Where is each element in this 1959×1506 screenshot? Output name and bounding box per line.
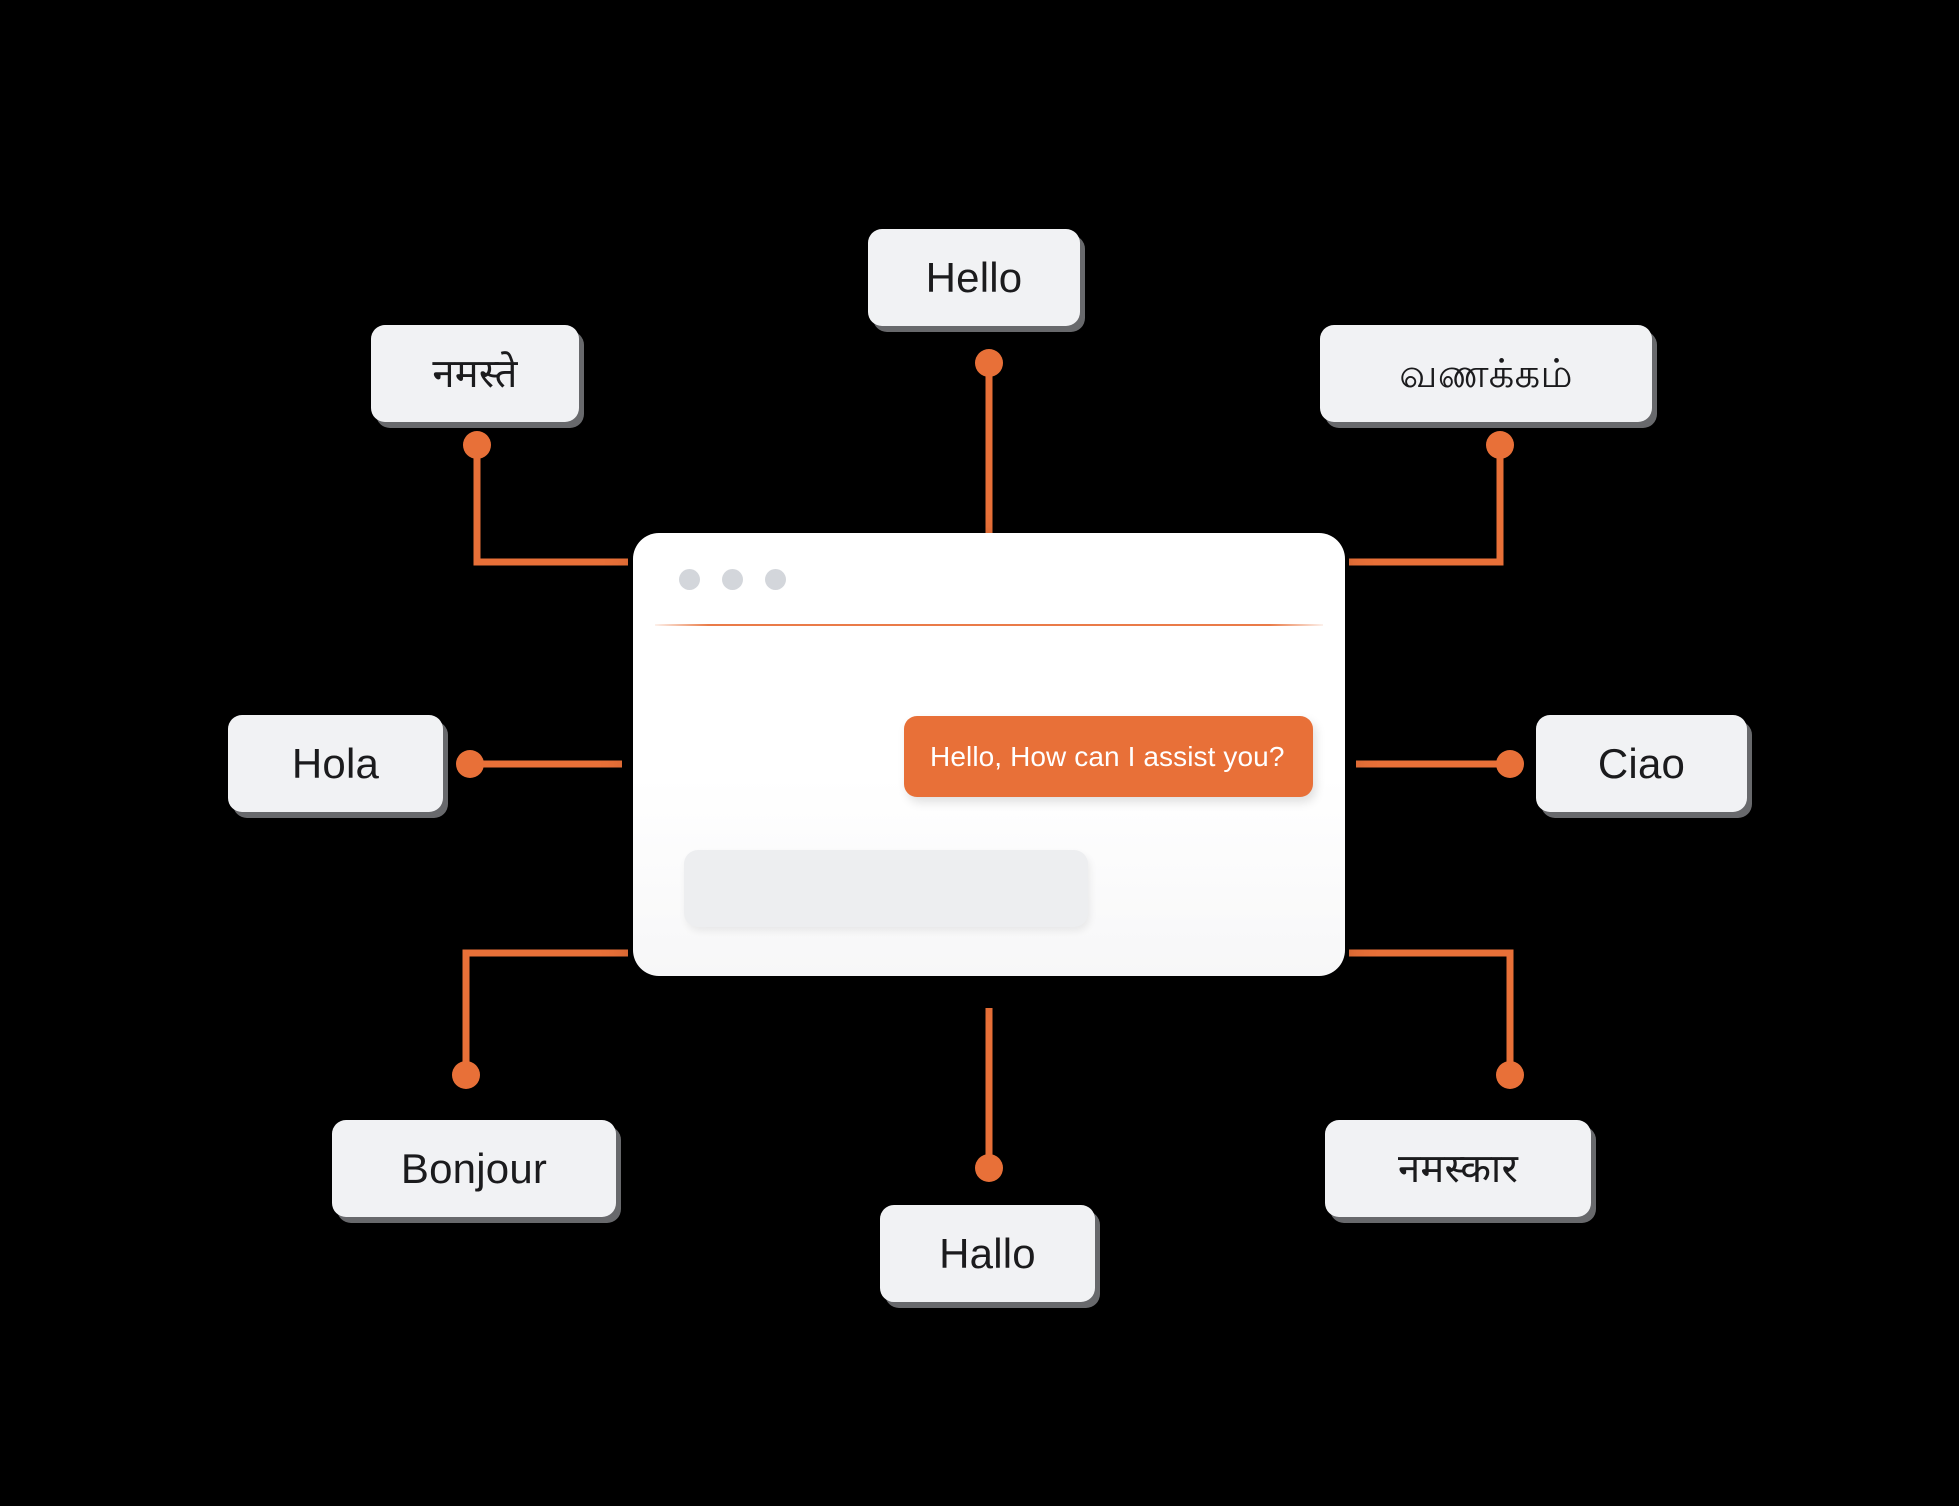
- language-label-text: नमस्कार: [1397, 1146, 1519, 1191]
- language-label-ciao[interactable]: Ciao: [1536, 715, 1747, 812]
- assistant-message-text: Hello, How can I assist you?: [930, 740, 1285, 772]
- language-label-hello[interactable]: Hello: [868, 229, 1080, 326]
- language-label-text: Ciao: [1597, 739, 1686, 787]
- chat-window: Hello, How can I assist you?: [633, 533, 1345, 976]
- language-label-hallo[interactable]: Hallo: [880, 1205, 1095, 1302]
- connector-bonjour: [462, 949, 628, 1075]
- language-label-text: Bonjour: [400, 1144, 548, 1192]
- language-label-text: Hola: [291, 739, 380, 787]
- connector-dot-vanakkam: [1486, 431, 1514, 459]
- language-label-hola[interactable]: Hola: [228, 715, 443, 812]
- language-label-namaskar[interactable]: नमस्कार: [1325, 1120, 1591, 1217]
- connector-dot-hola: [456, 750, 484, 778]
- language-label-bonjour[interactable]: Bonjour: [332, 1120, 616, 1217]
- connector-dot-hallo: [975, 1154, 1003, 1182]
- language-label-text: Hallo: [939, 1229, 1036, 1277]
- window-titlebar: [633, 533, 1345, 625]
- window-dot-maximize-icon[interactable]: [765, 568, 786, 590]
- language-label-vanakkam[interactable]: வணக்கம்: [1320, 325, 1652, 422]
- window-dot-minimize-icon[interactable]: [722, 568, 743, 590]
- connector-dot-bonjour: [452, 1061, 480, 1089]
- titlebar-divider: [655, 624, 1323, 626]
- connector-dot-hello: [975, 349, 1003, 377]
- connector-dot-namaste: [463, 431, 491, 459]
- language-label-text: Hello: [925, 253, 1023, 301]
- language-label-namaste[interactable]: नमस्ते: [371, 325, 579, 422]
- connector-namaste: [473, 445, 628, 566]
- assistant-message-bubble: Hello, How can I assist you?: [904, 716, 1313, 797]
- message-input-field[interactable]: [684, 850, 1088, 927]
- connector-dot-namaskar: [1496, 1061, 1524, 1089]
- connector-dot-ciao: [1496, 750, 1524, 778]
- language-label-text: नमस्ते: [432, 351, 518, 396]
- language-label-text: வணக்கம்: [1399, 351, 1573, 396]
- connector-namaskar: [1349, 949, 1514, 1075]
- connector-vanakkam: [1349, 445, 1504, 566]
- window-dot-close-icon[interactable]: [679, 568, 700, 590]
